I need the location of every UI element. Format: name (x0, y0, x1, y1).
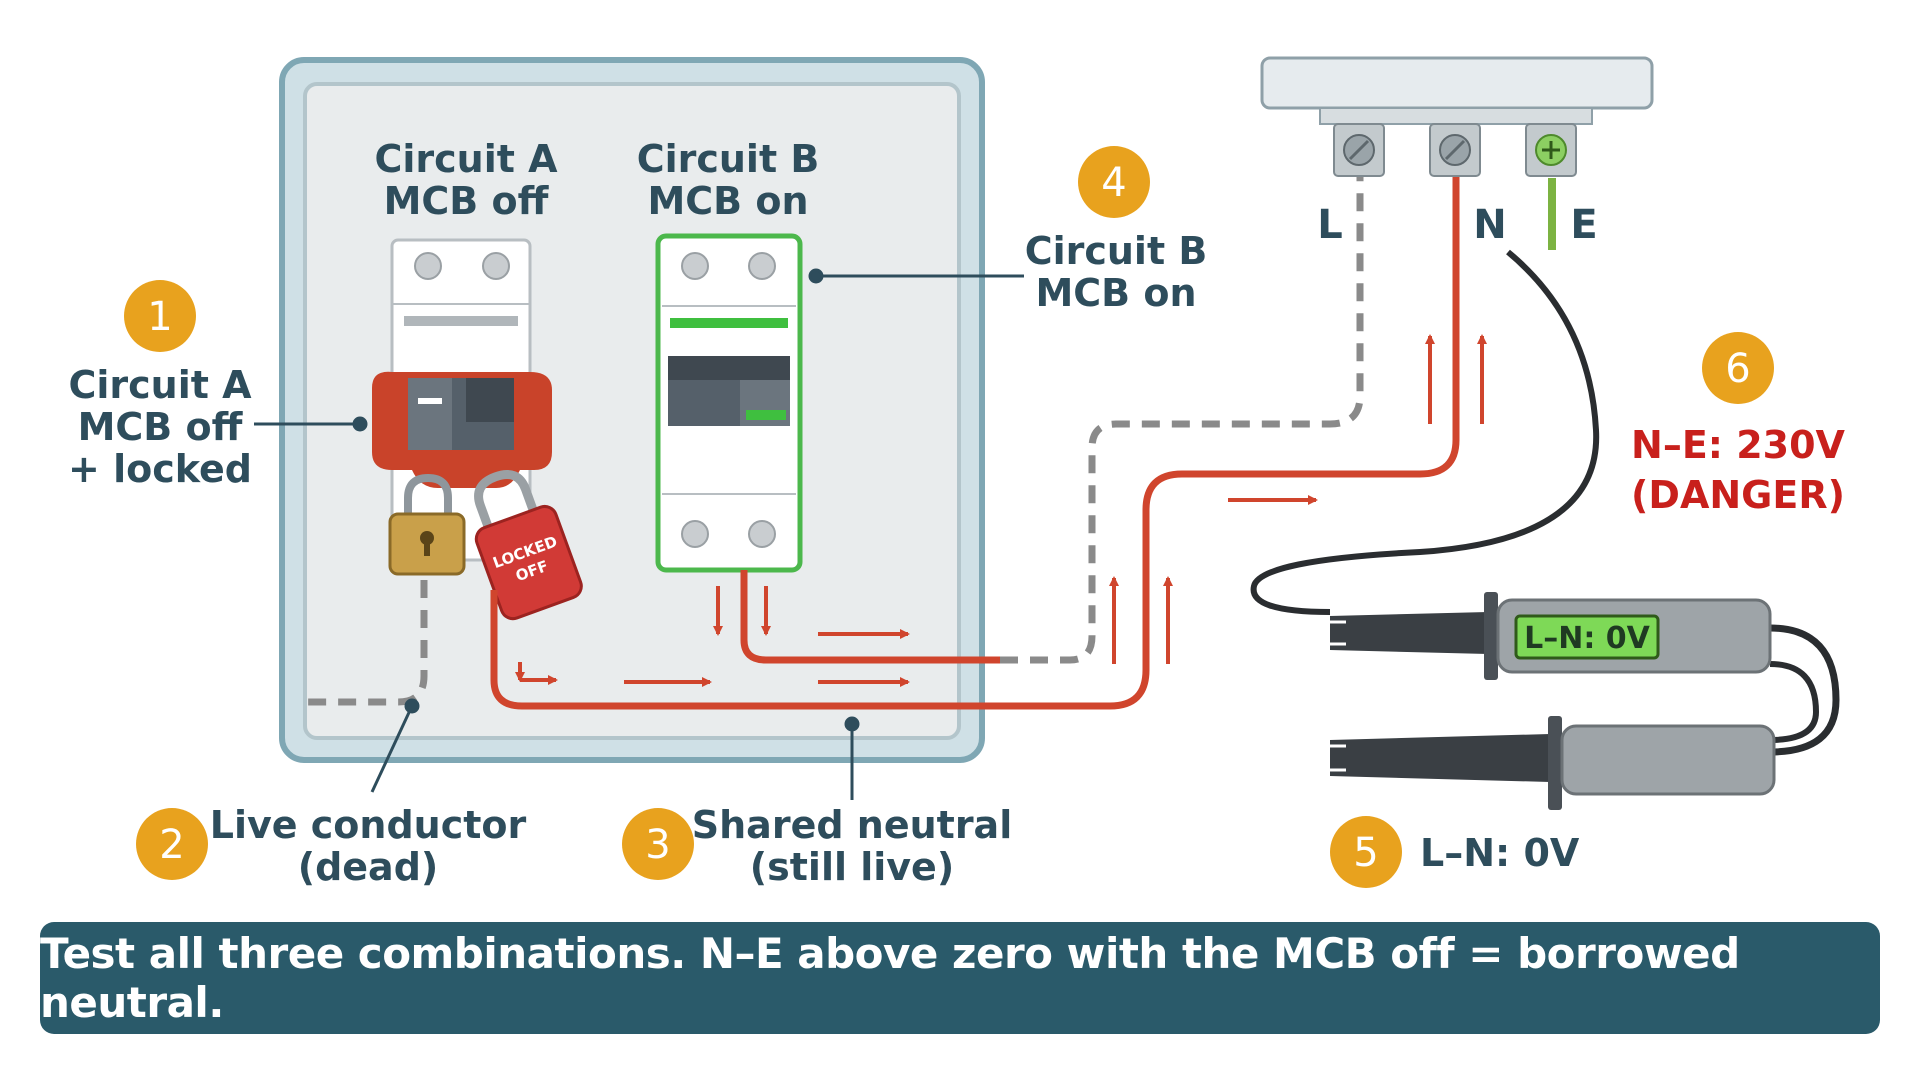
tester-display (1514, 614, 1660, 660)
callout-1-line-1: Circuit A (68, 363, 252, 407)
callout-3-line-1: Shared neutral (692, 803, 1012, 847)
callout-4-line-1: Circuit B (1025, 229, 1208, 273)
tester-display-text: L–N: 0V (1524, 621, 1651, 656)
socket (1260, 56, 1654, 250)
callout-6-line-2: (DANGER) (1631, 473, 1845, 517)
marker-2: 2 (136, 808, 208, 880)
callout-1-line-3: + locked (68, 447, 252, 491)
summary-banner-text: Test all three combinations. N–E above z… (40, 929, 1740, 1027)
shared-neutral-b (740, 570, 1000, 664)
tester-lead-black (1250, 249, 1600, 615)
marker-1: 1 (124, 280, 196, 352)
tester-probe-2 (1330, 716, 1776, 810)
live-conductor-dead (304, 580, 428, 706)
terminal-n-label: N (1473, 202, 1506, 248)
svg-text:4: 4 (1101, 160, 1126, 206)
marker-5: 5 (1330, 816, 1402, 888)
svg-text:3: 3 (645, 822, 670, 868)
callout-2-line-1: Live conductor (210, 803, 527, 847)
tester-lead-3 (1769, 661, 1820, 743)
circuit-a-title-1: Circuit A (374, 137, 558, 181)
leader-lines (254, 268, 1024, 800)
svg-text:1: 1 (147, 294, 172, 340)
callout-6-line-1: N–E: 230V (1631, 423, 1846, 467)
lockout-device (372, 371, 552, 488)
live-conductor-b-route (1000, 176, 1364, 664)
marker-3: 3 (622, 808, 694, 880)
svg-text:5: 5 (1353, 830, 1378, 876)
circuit-b-breaker (655, 233, 803, 573)
callout-1-line-2: MCB off (78, 405, 244, 449)
svg-text:6: 6 (1725, 346, 1750, 392)
circuit-a-title-2: MCB off (384, 179, 550, 223)
terminal-e-label: E (1570, 202, 1597, 248)
padlock-brass (388, 473, 466, 576)
marker-4: 4 (1078, 146, 1150, 218)
flow-arrows (515, 334, 1487, 687)
callout-4-line-2: MCB on (1035, 271, 1196, 315)
callout-5-text: L–N: 0V (1420, 831, 1580, 875)
summary-banner: Test all three combinations. N–E above z… (40, 922, 1880, 1034)
padlock-locked-off: LOCKED OFF (474, 470, 583, 621)
tester-lead-2 (1769, 624, 1840, 756)
circuit-b-title-2: MCB on (647, 179, 808, 223)
circuit-b-title-1: Circuit B (637, 137, 820, 181)
svg-text:2: 2 (159, 822, 184, 868)
callout-2-line-2: (dead) (298, 845, 439, 889)
tester-probe-1: L–N: 0V (1330, 592, 1772, 680)
marker-6: 6 (1702, 332, 1774, 404)
terminal-l-label: L (1317, 202, 1343, 248)
shared-neutral-main (490, 176, 1460, 710)
callout-3-line-2: (still live) (750, 845, 954, 889)
